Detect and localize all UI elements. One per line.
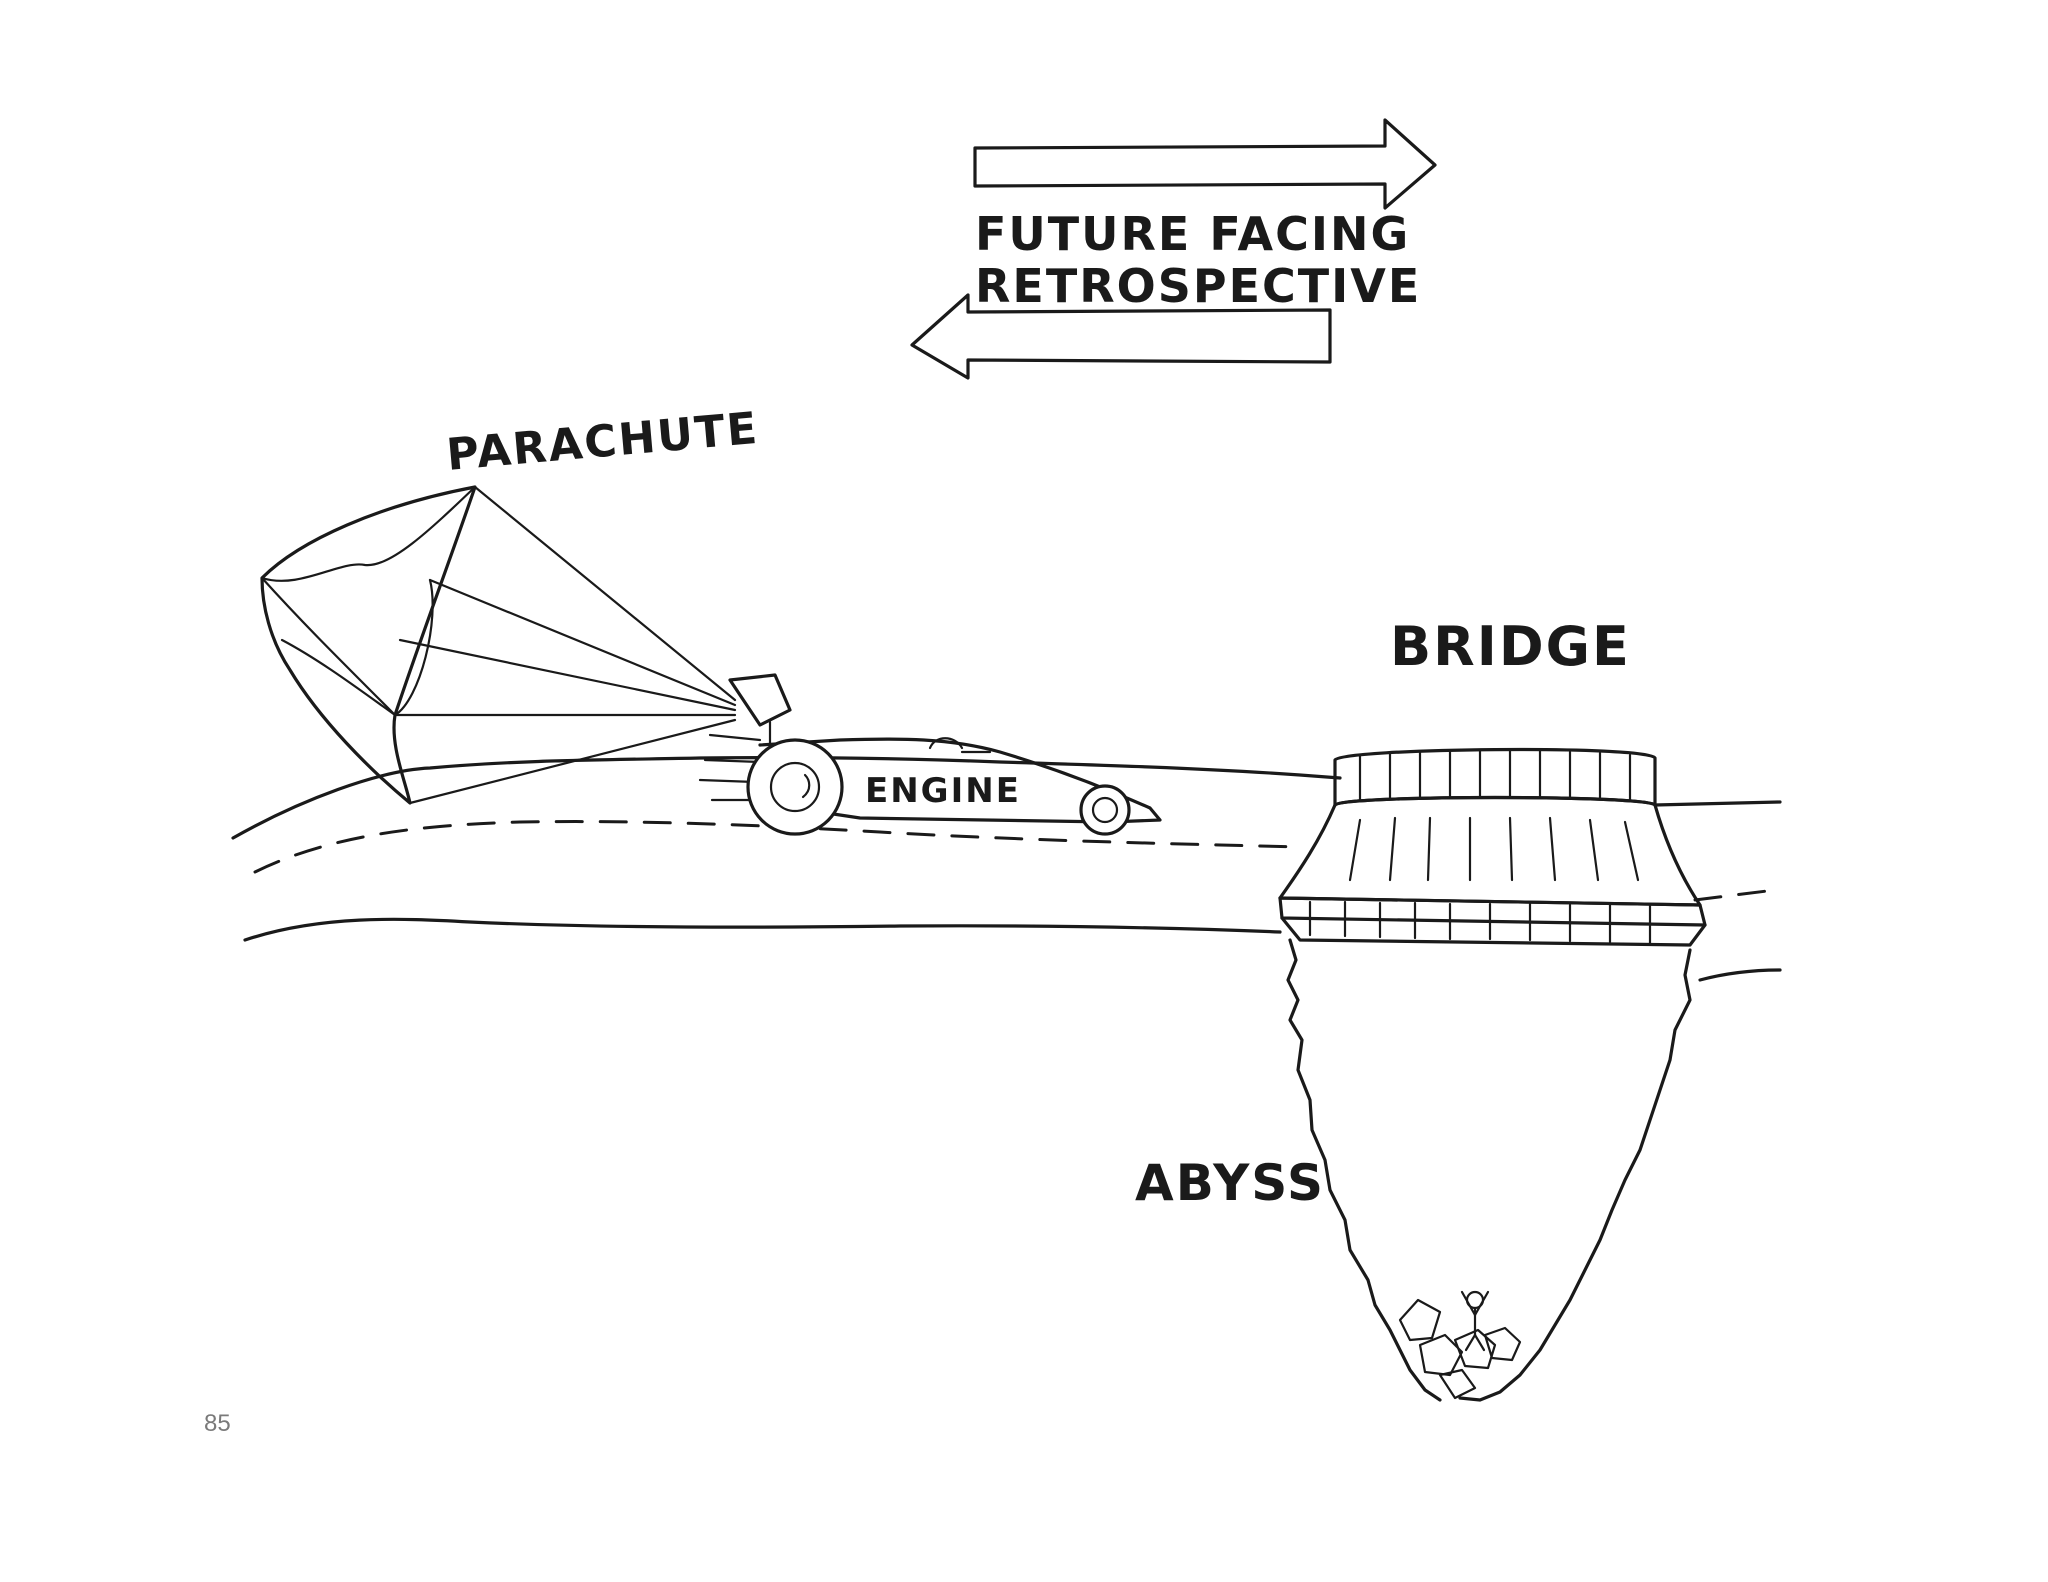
future-facing-label: FUTURE FACING (975, 207, 1410, 261)
parachute-icon (260, 485, 737, 805)
retrospective-label: RETROSPECTIVE (975, 259, 1421, 313)
backward-arrow-icon (910, 293, 1332, 380)
engine-label: ENGINE (865, 771, 1021, 811)
abyss-icon (1286, 938, 1692, 1402)
road (231, 756, 1782, 982)
front-wheel (1079, 784, 1131, 836)
rear-wheel (746, 738, 844, 836)
bridge-label: BRIDGE (1390, 615, 1631, 678)
parachute-label: PARACHUTE (445, 403, 761, 481)
bridge-icon (1278, 747, 1707, 947)
forward-arrow-icon (973, 118, 1437, 210)
page-number: 85 (204, 1410, 231, 1437)
dragster-car-icon (698, 673, 1162, 836)
abyss-label: ABYSS (1135, 1154, 1325, 1212)
